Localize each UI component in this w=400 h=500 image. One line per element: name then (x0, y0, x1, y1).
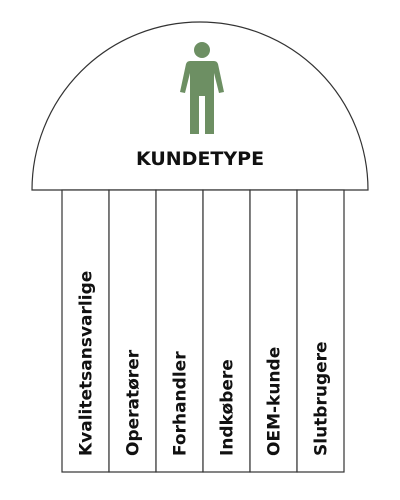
column-label-kvalitetsansvarlige: Kvalitetsansvarlige (77, 271, 97, 456)
column-label-slutbrugere: Slutbrugere (312, 341, 332, 456)
person-icon (180, 42, 224, 134)
column-indkobere (202, 189, 251, 473)
diagram-title: KUNDETYPE (136, 148, 264, 170)
column-label-oem-kunde: OEM-kunde (265, 347, 285, 456)
column-kvalitetsansvarlige (61, 189, 110, 473)
dome-roof (31, 21, 369, 191)
column-label-indkobere: Indkøbere (218, 359, 238, 456)
column-oem-kunde (249, 189, 298, 473)
columns-group (61, 189, 345, 473)
column-slutbrugere (296, 189, 345, 473)
column-label-operatorer: Operatører (124, 349, 144, 456)
column-label-forhandler: Forhandler (171, 351, 191, 456)
column-forhandler (155, 189, 204, 473)
